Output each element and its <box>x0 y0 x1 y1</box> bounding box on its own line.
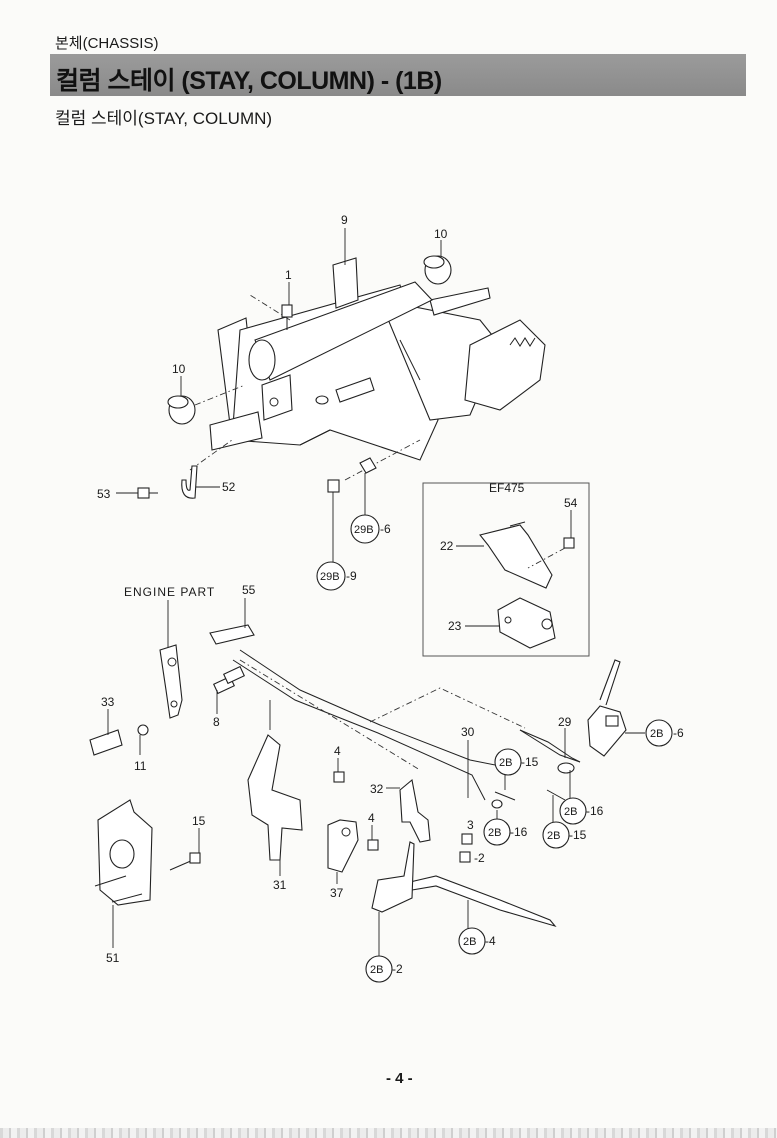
page-number: - 4 - <box>386 1070 413 1087</box>
ef475-label: EF475 <box>489 481 525 495</box>
engine-part-label: ENGINE PART <box>124 585 215 599</box>
nut-29b6 <box>359 457 377 474</box>
page-title: 컬럼 스테이 (STAY, COLUMN) - (1B) <box>56 67 442 95</box>
callout-23: 23 <box>448 619 462 633</box>
svg-text:-4: -4 <box>485 934 496 948</box>
callout-3: 3 <box>467 818 474 832</box>
pedal-lever <box>587 659 627 757</box>
plate-23 <box>497 597 556 649</box>
bracket-32 <box>399 778 431 843</box>
svg-text:2B: 2B <box>547 830 560 842</box>
callout-31: 31 <box>273 878 287 892</box>
callout-32: 32 <box>370 782 384 796</box>
bracket-2b2 <box>371 841 415 913</box>
bolt-3 <box>461 833 473 845</box>
svg-text:-16: -16 <box>586 804 604 818</box>
bracket-37 <box>327 819 359 873</box>
svg-text:2B: 2B <box>499 757 512 769</box>
clip-52 <box>181 465 198 499</box>
callout-2b-15-lower: 2B -15 <box>542 821 587 849</box>
svg-text:-9: -9 <box>346 569 357 583</box>
callout-15: 15 <box>192 814 206 828</box>
callout-10-left: 10 <box>172 362 186 376</box>
callout-2: -2 <box>474 851 485 865</box>
engine-lever <box>159 644 183 719</box>
svg-text:2B: 2B <box>650 728 663 740</box>
callout-9: 9 <box>341 213 348 227</box>
callout-54: 54 <box>564 496 578 510</box>
part-33 <box>89 729 123 756</box>
callout-2b-16-right: 2B -16 <box>559 797 604 825</box>
callout-29: 29 <box>558 715 572 729</box>
callout-2b-4: 2B -4 <box>458 927 496 955</box>
svg-text:-2: -2 <box>392 962 403 976</box>
callout-8: 8 <box>213 715 220 729</box>
callout-10-top: 10 <box>434 227 448 241</box>
bolt-1 <box>281 304 293 330</box>
plate-55 <box>209 624 255 645</box>
bolt-54 <box>527 537 575 569</box>
scan-edge <box>0 1128 777 1138</box>
cable-8 <box>212 665 246 695</box>
callout-1: 1 <box>285 268 292 282</box>
bolt-2 <box>459 851 471 863</box>
svg-text:29B: 29B <box>354 524 374 536</box>
svg-text:29B: 29B <box>320 571 340 583</box>
callout-4a: 4 <box>334 744 341 758</box>
callout-11: 11 <box>134 759 147 773</box>
pin-2b15 <box>494 791 516 801</box>
callout-55: 55 <box>242 583 256 597</box>
svg-text:-15: -15 <box>521 755 539 769</box>
callout-29b-9: 29B -9 <box>316 561 357 591</box>
bolt-53 <box>137 487 158 499</box>
bolt-15 <box>169 852 201 871</box>
callout-52: 52 <box>222 480 236 494</box>
svg-text:-16: -16 <box>510 825 528 839</box>
callout-29b-6: 29B -6 <box>350 514 391 544</box>
title-bar: 컬럼 스테이 (STAY, COLUMN) - (1B) <box>50 54 746 96</box>
bolt-4b <box>367 839 379 851</box>
callout-2b-15-upper: 2B -15 <box>494 748 539 776</box>
svg-text:2B: 2B <box>463 936 476 948</box>
svg-text:2B: 2B <box>370 964 383 976</box>
ef475-inset-box <box>422 482 590 657</box>
svg-text:-6: -6 <box>673 726 684 740</box>
svg-text:2B: 2B <box>564 806 577 818</box>
bushing-left <box>167 395 196 425</box>
page-subtitle: 컬럼 스테이(STAY, COLUMN) <box>55 109 273 128</box>
callout-2b-2: 2B -2 <box>365 955 403 983</box>
callout-2b-16-left: 2B -16 <box>483 818 528 846</box>
callout-51: 51 <box>106 951 120 965</box>
callout-4b: 4 <box>368 811 375 825</box>
svg-text:-15: -15 <box>569 828 587 842</box>
bracket-22 <box>479 521 553 589</box>
bolt-4a <box>333 771 345 783</box>
nut-11 <box>137 724 149 736</box>
callout-53: 53 <box>97 487 111 501</box>
washer-2b16 <box>491 799 503 809</box>
section-label: 본체(CHASSIS) <box>55 35 159 52</box>
rod-2b4 <box>409 875 557 928</box>
callout-33: 33 <box>101 695 115 709</box>
column-stay-frame <box>209 257 546 461</box>
bracket-31 <box>247 734 303 861</box>
callout-30: 30 <box>461 725 475 739</box>
svg-text:-6: -6 <box>380 522 391 536</box>
bolt-29b9 <box>327 479 340 493</box>
bracket-51 <box>94 799 153 906</box>
callout-37: 37 <box>330 886 344 900</box>
callout-22: 22 <box>440 539 454 553</box>
callout-2b-6: 2B -6 <box>645 719 684 747</box>
svg-text:2B: 2B <box>488 827 501 839</box>
bushing-top <box>423 255 452 285</box>
